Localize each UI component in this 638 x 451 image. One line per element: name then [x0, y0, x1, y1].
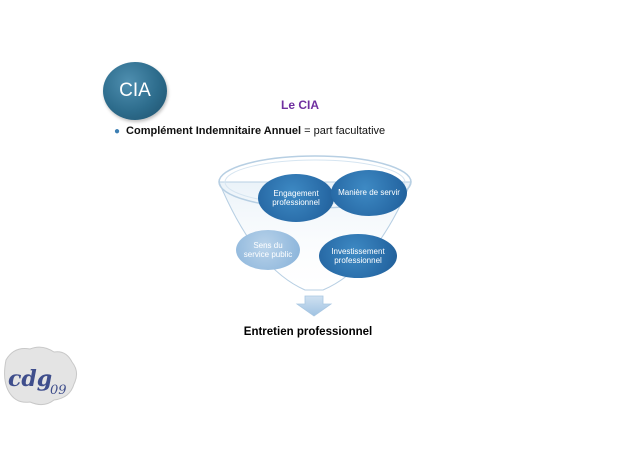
oval-sens-du-service: Sens du service public	[236, 230, 300, 270]
oval-engagement: Engagement professionnel	[258, 174, 334, 222]
svg-text:cdg: cdg	[8, 366, 52, 392]
funnel-diagram: Engagement professionnel Manière de serv…	[215, 150, 415, 320]
oval-investissement: Investissement professionnel	[319, 234, 397, 278]
cia-badge: CIA	[103, 62, 167, 120]
bullet-rest-text: = part facultative	[301, 125, 386, 137]
bullet-bold-text: Complément Indemnitaire Annuel	[126, 125, 302, 137]
bullet-point: ● Complément Indemnitaire Annuel = part f…	[114, 125, 385, 137]
cdg09-logo-icon: cdg 09	[4, 346, 78, 406]
oval-maniere-de-servir: Manière de servir	[331, 170, 407, 216]
slide-title: Le CIA	[280, 98, 319, 112]
svg-text:09: 09	[50, 383, 67, 398]
diagram-caption: Entretien professionnel	[243, 326, 373, 338]
bullet-dot-icon: ●	[114, 126, 121, 137]
cia-badge-label: CIA	[119, 80, 151, 101]
